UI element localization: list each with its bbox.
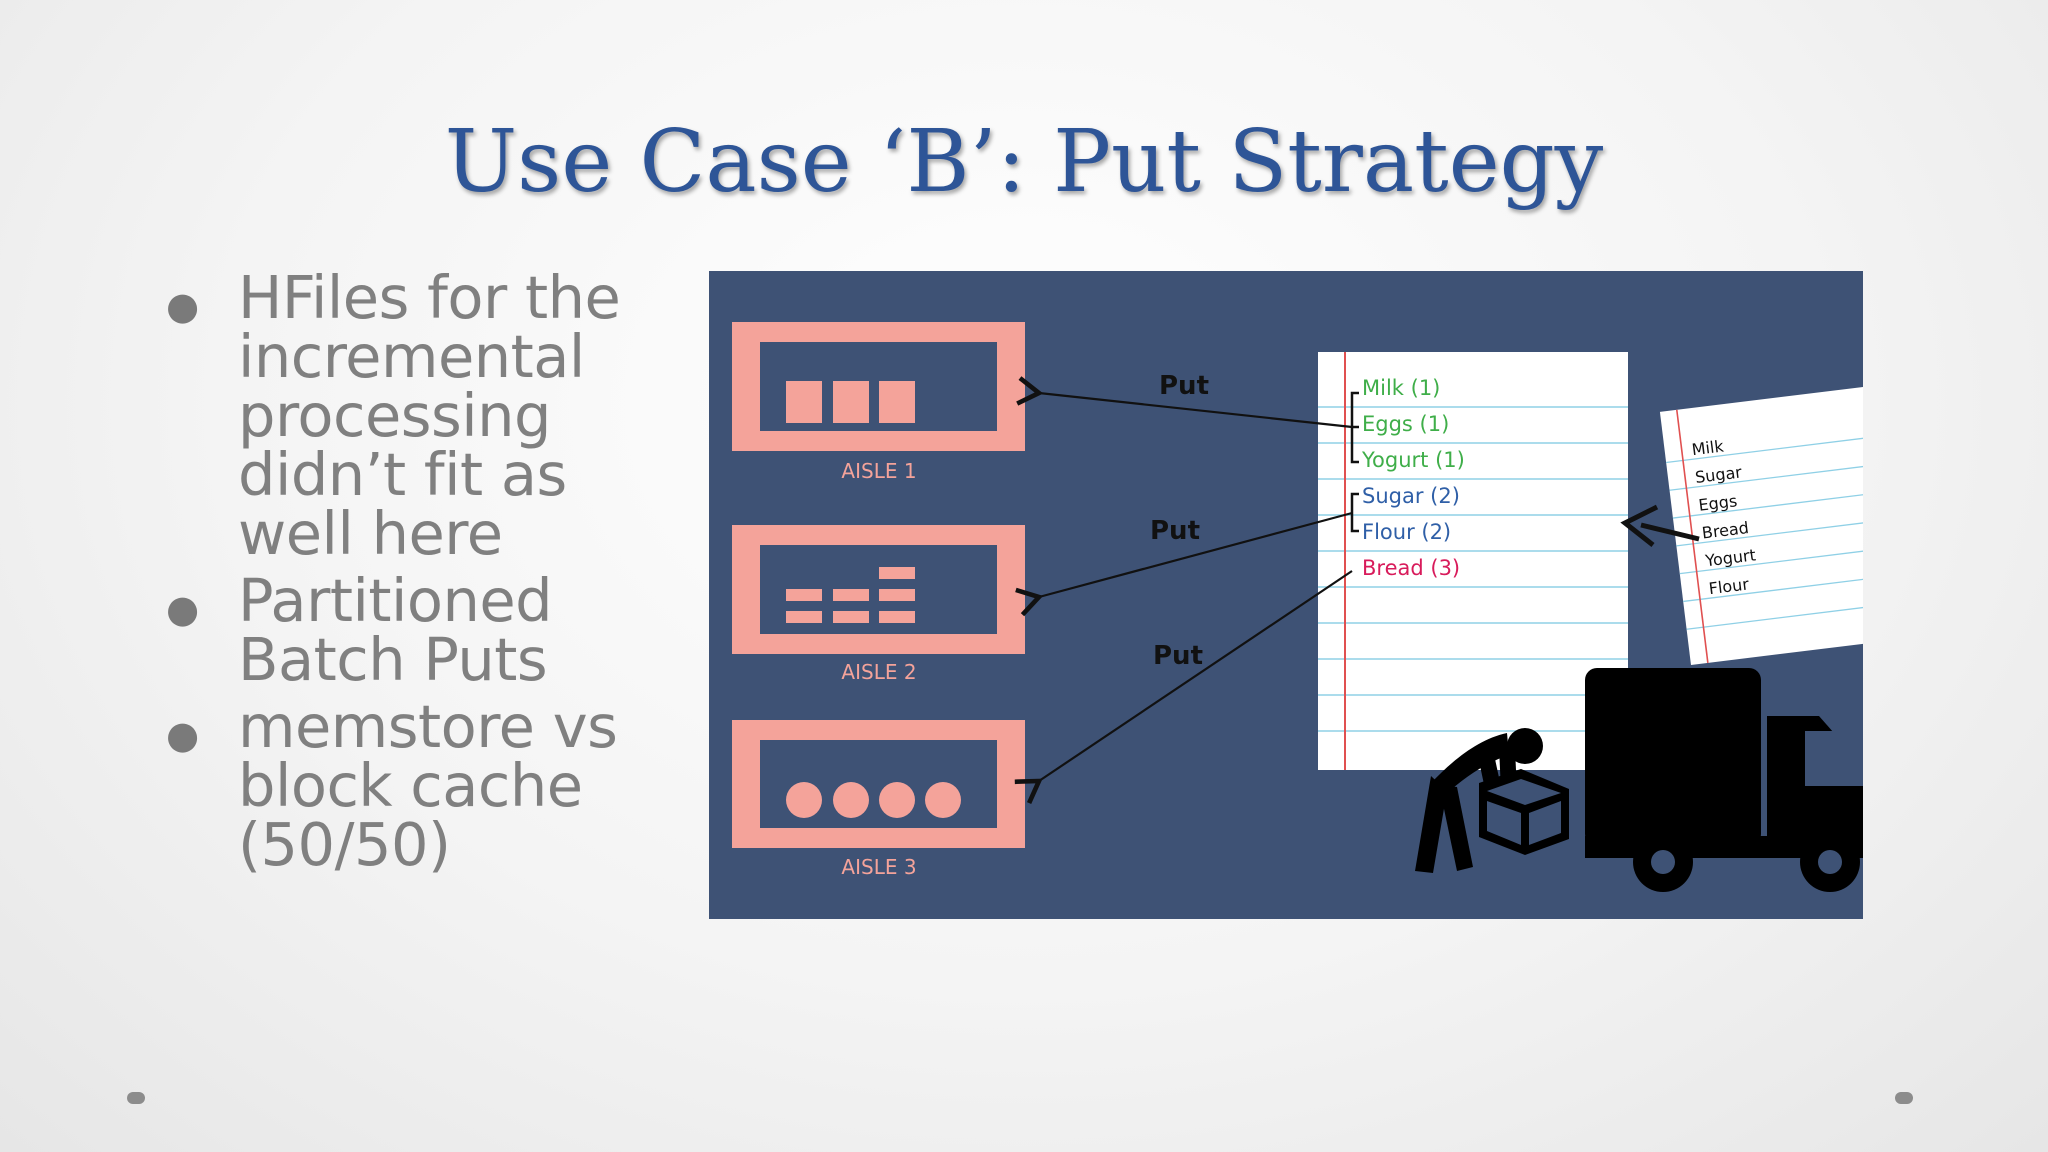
put-arrow-aisle-2: [1015, 511, 1353, 617]
aisle-2-bar: [879, 589, 915, 601]
bullet-text: HFiles for the incremental processing di…: [238, 263, 621, 568]
put-strategy-illustration: AISLE 1 AISLE 2: [709, 271, 1863, 919]
bullet-item: ● Partitioned Batch Puts: [160, 571, 680, 689]
put-label-3: Put: [1153, 641, 1203, 671]
aisle-2-shelf: AISLE 2: [732, 525, 1025, 684]
grocery-item-flour: Flour (2): [1362, 520, 1451, 544]
aisle-2-bar: [833, 589, 869, 601]
aisle-1-shelf: AISLE 1: [732, 322, 1025, 483]
grocery-item-eggs: Eggs (1): [1362, 412, 1449, 436]
aisle-2-bar: [833, 611, 869, 623]
aisle-1-block: [833, 381, 869, 423]
shopping-item-flour: Flour: [1708, 574, 1751, 598]
slide-nav-dot-right[interactable]: [1895, 1092, 1913, 1104]
aisle-1-block: [786, 381, 822, 423]
delivery-truck-icon: [1585, 668, 1863, 892]
bullet-dot-icon: ●: [166, 587, 200, 631]
grocery-item-yogurt: Yogurt (1): [1361, 448, 1465, 472]
aisle-2-bar: [879, 567, 915, 579]
aisle-1-block: [879, 381, 915, 423]
aisle-2-bar: [786, 589, 822, 601]
shopping-item-milk: Milk: [1691, 436, 1726, 459]
bullet-dot-icon: ●: [166, 713, 200, 757]
aisle-1-label: AISLE 1: [841, 459, 916, 483]
slide-title: Use Case ‘B’: Put Strategy: [444, 112, 1604, 212]
worker-lifting-box-icon: [1415, 728, 1569, 873]
slide-nav-dot-left[interactable]: [127, 1092, 145, 1104]
aisle-3-circle: [833, 782, 869, 818]
bullet-dot-icon: ●: [166, 284, 200, 328]
bullet-item: ● HFiles for the incremental processing …: [160, 268, 680, 563]
aisle-3-label: AISLE 3: [841, 855, 916, 879]
aisle-3-circle: [925, 782, 961, 818]
grocery-item-sugar: Sugar (2): [1362, 484, 1460, 508]
bullet-text: Partitioned Batch Puts: [238, 566, 553, 694]
bullet-text: memstore vs block cache (50/50): [238, 692, 618, 879]
aisle-2-label: AISLE 2: [841, 660, 916, 684]
aisle-3-circle: [786, 782, 822, 818]
shopping-list-paper: Milk Sugar Eggs Bread Yogurt Flour: [1659, 386, 1863, 665]
aisle-3-shelf: AISLE 3: [732, 720, 1025, 879]
put-label-1: Put: [1159, 371, 1209, 401]
aisle-2-bar: [879, 611, 915, 623]
bullet-item: ● memstore vs block cache (50/50): [160, 697, 680, 874]
put-arrows: Put Put Put: [1014, 371, 1353, 805]
illustration-svg: AISLE 1 AISLE 2: [732, 322, 1863, 892]
aisle-3-circle: [879, 782, 915, 818]
put-arrow-aisle-1: [1016, 376, 1353, 429]
list-arrow-head-icon: [1620, 504, 1659, 547]
put-label-2: Put: [1150, 516, 1200, 546]
shopping-item-eggs: Eggs: [1697, 491, 1738, 515]
list-arrow-shaft: [1640, 522, 1700, 542]
aisle-2-bar: [786, 611, 822, 623]
grocery-item-bread: Bread (3): [1362, 556, 1460, 580]
grocery-list-paper: Milk (1) Eggs (1) Yogurt (1) Sugar (2) F…: [1318, 352, 1628, 770]
bullet-list: ● HFiles for the incremental processing …: [160, 268, 680, 882]
grocery-item-milk: Milk (1): [1362, 376, 1440, 400]
put-arrow-aisle-3: [1014, 570, 1353, 805]
